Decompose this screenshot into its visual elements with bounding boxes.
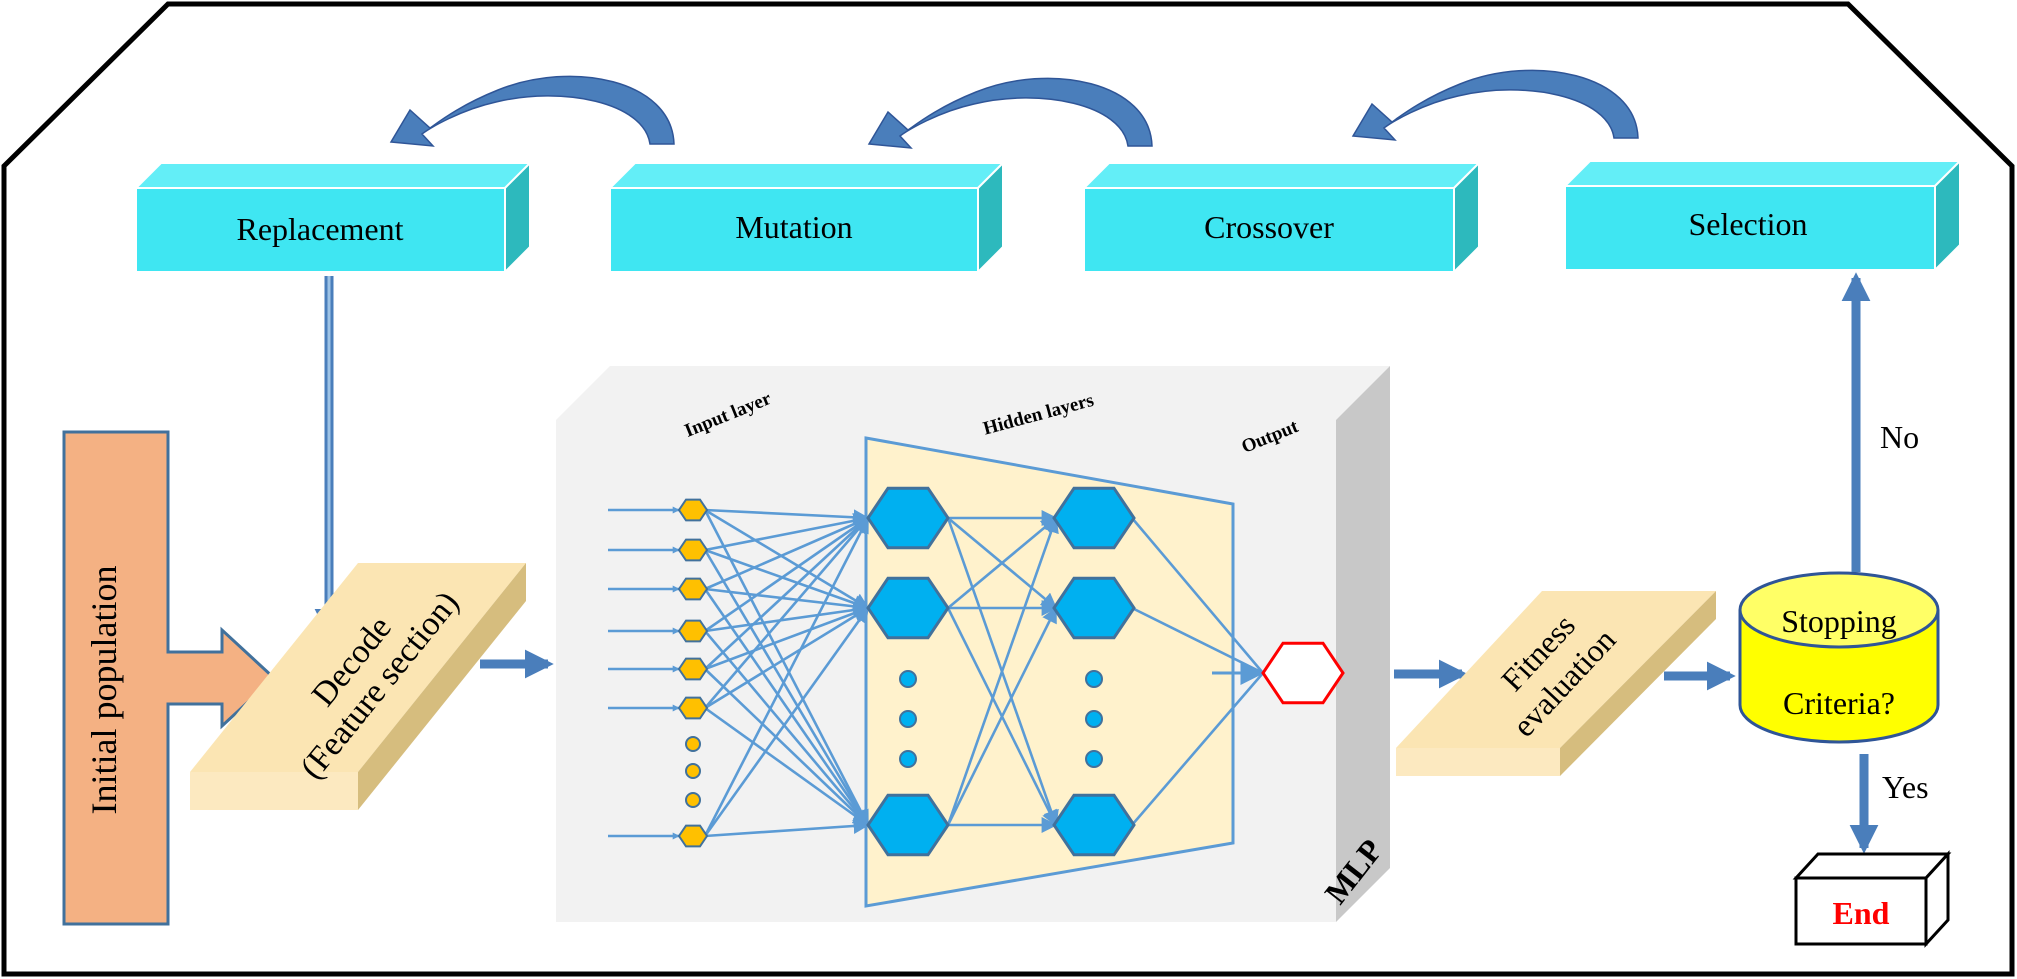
connection-input-hidden (704, 516, 870, 591)
selection-label: Selection (1688, 206, 1807, 242)
connection-input-hidden (704, 706, 870, 827)
connection-input-hidden (703, 509, 870, 827)
hidden-node (1052, 793, 1136, 857)
connection-hidden-hidden (946, 606, 1058, 826)
hidden-ellipsis-dot (899, 750, 917, 768)
input-node (677, 577, 709, 601)
connection-input-hidden (704, 516, 870, 633)
input-node (677, 538, 709, 562)
mutation-label: Mutation (735, 209, 852, 245)
crossover-box: Crossover (1081, 160, 1482, 275)
connection-input-hidden (704, 605, 870, 671)
connection-input-hidden (704, 548, 870, 611)
connection-hidden-hidden (947, 516, 1058, 609)
input-node (677, 657, 709, 681)
connection-input-hidden (704, 602, 870, 633)
hidden-node (866, 486, 950, 550)
hidden-node (1052, 576, 1136, 640)
hidden-ellipsis-dot (899, 710, 917, 728)
initial-population-label: Initial population (84, 566, 124, 815)
initial-population-arrow: Initial population (62, 430, 277, 926)
hidden-ellipsis-dot (899, 670, 917, 688)
connection-input-hidden (704, 516, 870, 670)
hidden-node (1052, 486, 1136, 550)
hidden-layer-trapezoid (864, 436, 1235, 908)
input-node (677, 619, 709, 643)
hidden-ellipsis-dot (1085, 710, 1103, 728)
end-label: End (1833, 895, 1890, 931)
curved-arrow-crossover-to-mutation (867, 77, 1153, 149)
connection-input-hidden (704, 817, 870, 838)
mutation-box: Mutation (607, 160, 1006, 275)
connection-input-hidden (704, 606, 870, 710)
output-node (1261, 641, 1345, 705)
fitness-block: Fitness evaluation (1396, 591, 1716, 776)
hidden-node (866, 576, 950, 640)
input-node (677, 498, 709, 522)
connection-input-hidden (704, 630, 870, 827)
stopping-criteria-cylinder: Stopping Criteria? (1738, 571, 1940, 744)
connection-input-hidden (704, 516, 870, 709)
replacement-label: Replacement (236, 211, 403, 247)
input-node (677, 696, 709, 720)
connection-input-hidden (704, 508, 870, 526)
crossover-label: Crossover (1204, 209, 1334, 245)
connection-input-hidden (703, 516, 870, 837)
selection-box: Selection (1562, 158, 1963, 273)
yes-label: Yes (1882, 769, 1929, 805)
connection-input-hidden (704, 668, 870, 827)
connection-input-hidden (703, 606, 870, 837)
connection-hidden-hidden (946, 516, 1059, 826)
hidden-ellipsis-dot (1085, 670, 1103, 688)
connection-input-hidden (703, 549, 870, 827)
connection-input-hidden (704, 512, 870, 552)
connection-hidden-output (1131, 517, 1264, 674)
connection-input-hidden (704, 587, 870, 615)
replacement-box: Replacement (133, 160, 533, 275)
hidden-node (866, 793, 950, 857)
hidden-ellipsis-dot (1085, 750, 1103, 768)
decode-block: Decode (Feature section) (190, 563, 526, 810)
curved-arrow-selection-to-crossover (1351, 69, 1639, 141)
input-node (677, 824, 709, 848)
no-label: No (1880, 419, 1919, 455)
end-box: End (1792, 850, 1952, 948)
connection-input-hidden (704, 508, 870, 610)
input-ellipsis-dot (685, 736, 701, 752)
neural-network (608, 486, 1345, 857)
input-ellipsis-dot (685, 763, 701, 779)
input-ellipsis-dot (685, 792, 701, 808)
connection-hidden-output (1131, 672, 1264, 826)
curved-arrow-mutation-to-replacement (389, 75, 675, 147)
stopping-label-line1: Stopping (1781, 603, 1897, 639)
stopping-label-line2: Criteria? (1783, 685, 1895, 721)
